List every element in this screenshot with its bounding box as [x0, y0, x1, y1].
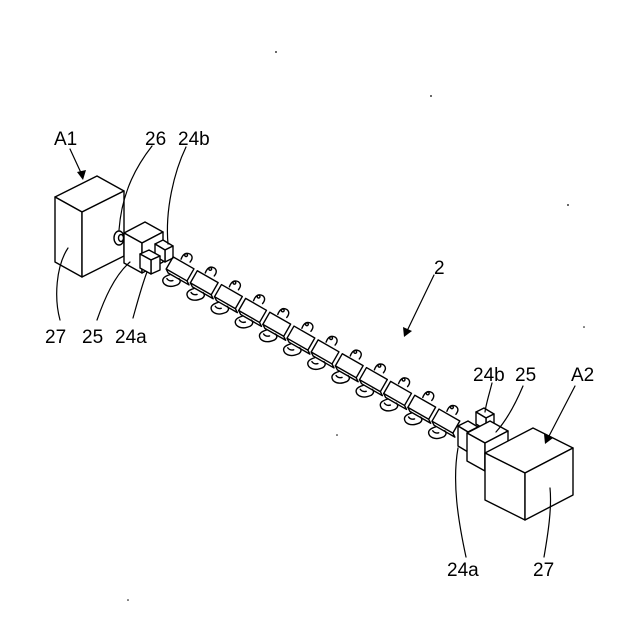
link-plate — [360, 368, 388, 392]
label-26: 26 — [145, 129, 166, 150]
link-upper-pin — [209, 268, 212, 271]
link-plate — [384, 381, 412, 405]
label-a2: A2 — [571, 365, 594, 386]
link-upper-pin — [257, 295, 260, 298]
link-plate — [432, 409, 460, 433]
left-motor-block — [55, 176, 124, 277]
link-plate — [287, 326, 315, 350]
label-a1: A1 — [54, 129, 77, 150]
link-upper-pin — [426, 392, 429, 395]
link-upper-pin — [281, 309, 284, 312]
label-24b-left: 24b — [178, 129, 210, 150]
label-27-right: 27 — [533, 560, 554, 581]
link-upper-pin — [451, 406, 454, 409]
link-upper-pin — [330, 337, 333, 340]
link-lower-loop-inner — [191, 292, 197, 294]
link-lower-loop-inner — [239, 320, 245, 322]
link-chain — [163, 253, 460, 438]
link-lower-loop-inner — [360, 389, 366, 391]
link-plate — [408, 395, 436, 419]
link-lower-loop-inner — [264, 334, 270, 336]
label-24a-right: 24a — [447, 560, 479, 581]
link-plate — [311, 340, 339, 364]
link-lower-loop-inner — [336, 375, 342, 377]
link-upper-pin — [378, 364, 381, 367]
speck — [275, 51, 277, 53]
link-lower-loop-inner — [215, 306, 221, 308]
link-lower-loop-inner — [288, 348, 294, 350]
speck — [430, 95, 432, 97]
label-27-left: 27 — [45, 327, 66, 348]
link-plate — [239, 298, 267, 322]
link-lower-loop-inner — [167, 279, 173, 281]
link-plate — [166, 257, 194, 281]
label-2: 2 — [434, 258, 445, 279]
speck — [336, 434, 338, 436]
link-upper-pin — [233, 281, 236, 284]
link-plate — [335, 354, 363, 378]
link-lower-loop-inner — [312, 362, 318, 364]
speck — [127, 599, 129, 601]
label-25-right: 25 — [515, 365, 536, 386]
link-upper-pin — [354, 351, 357, 354]
label-24b-right: 24b — [473, 365, 505, 386]
link-upper-pin — [306, 323, 309, 326]
label-24a-left: 24a — [115, 327, 147, 348]
label-25-left: 25 — [82, 327, 103, 348]
left-end-cap-24a — [140, 250, 160, 274]
link-upper-pin — [402, 378, 405, 381]
link-plate — [190, 271, 218, 295]
speck — [567, 204, 569, 206]
link-upper-pin — [185, 254, 188, 257]
speck — [583, 326, 585, 328]
link-plate — [263, 312, 291, 336]
link-plate — [215, 285, 243, 309]
link-lower-loop-inner — [433, 431, 439, 433]
link-lower-loop-inner — [384, 403, 390, 405]
link-lower-loop-inner — [409, 417, 415, 419]
